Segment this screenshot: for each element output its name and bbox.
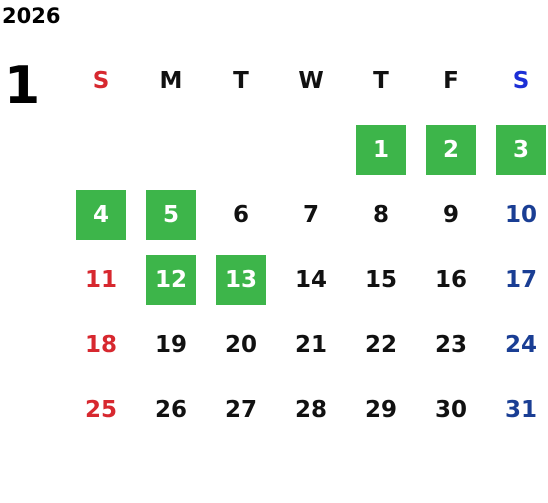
day-cell: 6 [232,202,249,228]
weekday-header: F [443,68,459,94]
day-cell: 24 [504,332,537,358]
holiday-day-cell: 1 [356,125,406,175]
weekday-header: S [512,68,530,94]
day-cell: 16 [434,267,467,293]
day-cell: 31 [504,397,537,423]
day-cell: 29 [364,397,397,423]
day-cell: 21 [294,332,327,358]
holiday-day-cell: 12 [146,255,196,305]
holiday-day-cell: 5 [146,190,196,240]
day-cell: 9 [442,202,459,228]
day-cell: 22 [364,332,397,358]
holiday-day-cell: 2 [426,125,476,175]
holiday-day-cell: 3 [496,125,546,175]
holiday-day-cell: 4 [76,190,126,240]
day-cell: 26 [154,397,187,423]
day-cell: 14 [294,267,327,293]
weekday-header: T [373,68,389,94]
day-cell: 11 [84,267,117,293]
weekday-header: W [298,68,324,94]
day-cell: 7 [302,202,319,228]
holiday-day-cell: 13 [216,255,266,305]
day-cell: 28 [294,397,327,423]
weekday-header: S [92,68,110,94]
day-cell: 19 [154,332,187,358]
day-cell: 30 [434,397,467,423]
day-cell: 8 [372,202,389,228]
day-cell: 10 [504,202,537,228]
month-label: 1 [4,56,41,116]
weekday-header: T [233,68,249,94]
day-cell: 17 [504,267,537,293]
day-cell: 27 [224,397,257,423]
day-cell: 18 [84,332,117,358]
day-cell: 25 [84,397,117,423]
day-cell: 23 [434,332,467,358]
day-cell: 15 [364,267,397,293]
year-label: 2026 [2,4,61,28]
day-cell: 20 [224,332,257,358]
weekday-header: M [159,68,183,94]
